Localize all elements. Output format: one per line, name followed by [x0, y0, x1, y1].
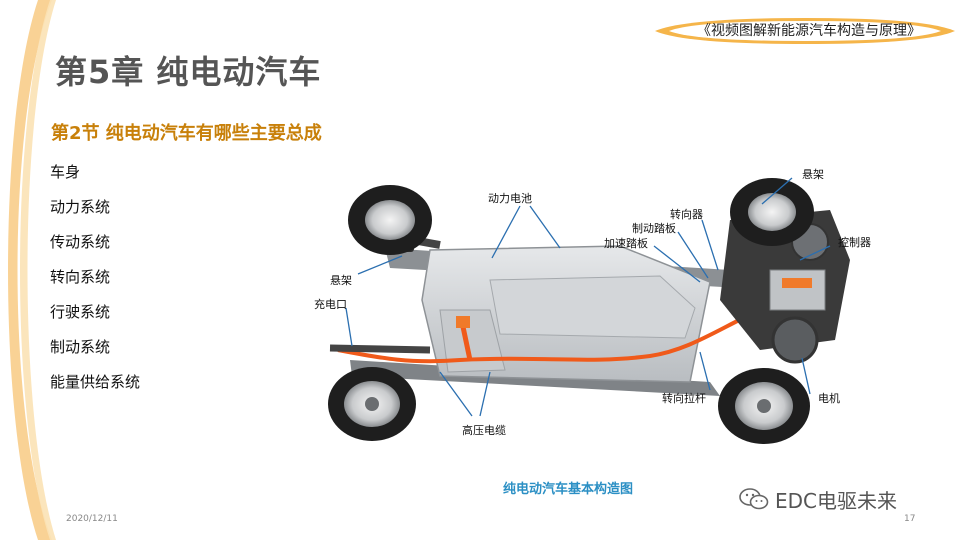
book-banner	[655, 18, 955, 44]
page-number: 17	[904, 514, 916, 524]
section-title: 第2节 纯电动汽车有哪些主要总成	[51, 123, 322, 144]
label-hv-cable: 高压电缆	[462, 423, 506, 437]
system-item-running: 行驶系统	[50, 303, 111, 321]
wheel-front-right	[718, 368, 810, 444]
wheel-rear-left	[348, 185, 432, 255]
system-item-braking: 制动系统	[50, 338, 111, 356]
book-title: 《视频图解新能源汽车构造与原理》	[697, 23, 921, 39]
watermark: EDC电驱未来	[739, 484, 897, 514]
wechat-icon	[739, 488, 769, 510]
system-list: 车身 动力系统 传动系统 转向系统 行驶系统 制动系统 能量供给系统	[50, 158, 140, 403]
decorative-arc	[8, 0, 56, 540]
watermark-text: EDC电驱未来	[775, 488, 898, 513]
wheel-rear-right	[328, 367, 416, 441]
label-suspension-rear: 悬架	[330, 274, 352, 287]
system-item-power: 动力系统	[50, 198, 111, 216]
system-item-transmission: 传动系统	[50, 233, 111, 251]
label-battery: 动力电池	[488, 192, 532, 205]
system-item-body: 车身	[50, 163, 81, 181]
ev-chassis-illustration: 动力电池 悬架 悬架 转向器 制动踏板 加速踏板 控制器 充电口 转向拉杆 电机…	[314, 168, 871, 444]
system-item-steering: 转向系统	[50, 268, 111, 286]
label-accelerator-pedal: 加速踏板	[604, 236, 648, 250]
label-controller: 控制器	[838, 235, 871, 249]
label-charge-port: 充电口	[314, 297, 347, 311]
chapter-title: 第5章 纯电动汽车	[55, 53, 322, 91]
label-tie-rod: 转向拉杆	[662, 391, 706, 405]
label-suspension-front: 悬架	[802, 168, 824, 181]
system-item-energy-supply: 能量供给系统	[50, 373, 141, 391]
footer-date: 2020/12/11	[66, 514, 118, 524]
label-steering-gear: 转向器	[670, 207, 703, 221]
label-motor: 电机	[818, 391, 840, 405]
label-brake-pedal: 制动踏板	[632, 221, 676, 235]
diagram-caption: 纯电动汽车基本构造图	[503, 482, 634, 497]
wheel-front-left	[730, 178, 814, 246]
